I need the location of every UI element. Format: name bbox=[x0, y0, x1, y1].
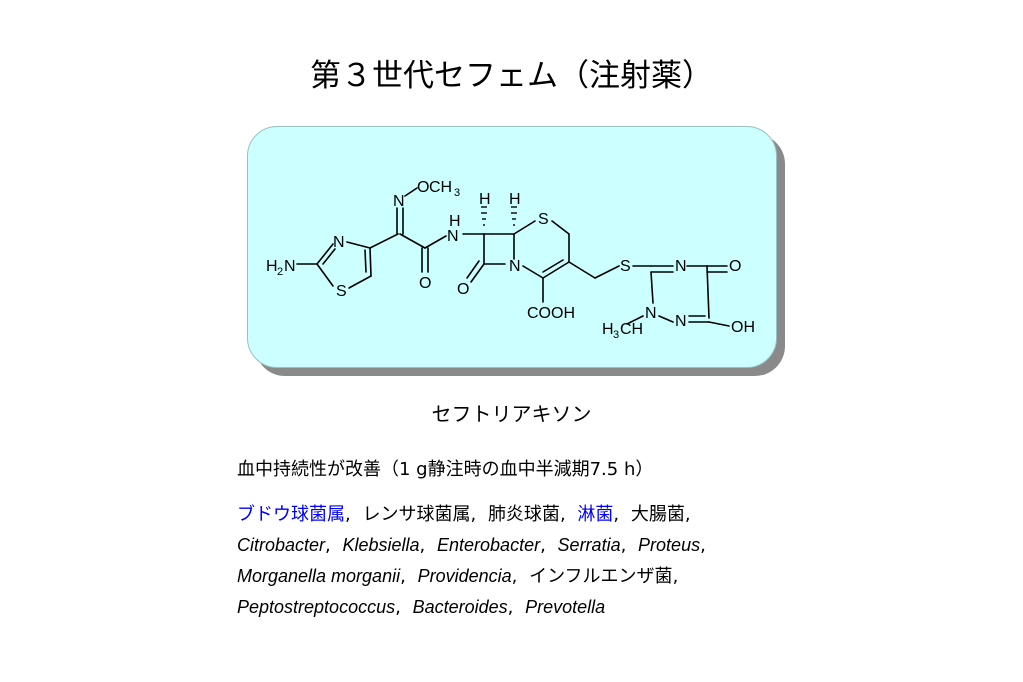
svg-text:COOH: COOH bbox=[527, 305, 575, 322]
organism-haemophilus: インフルエンザ菌 bbox=[529, 566, 673, 587]
organism-ecoli: 大腸菌 bbox=[630, 504, 685, 525]
svg-text:O: O bbox=[457, 281, 469, 298]
stereo-bonds bbox=[481, 206, 517, 226]
svg-text:H: H bbox=[509, 191, 521, 208]
svg-text:N: N bbox=[645, 305, 657, 322]
svg-text:OH: OH bbox=[731, 319, 755, 336]
svg-text:N: N bbox=[509, 258, 521, 275]
organism-line-2: Citrobacter, Klebsiella, Enterobacter, S… bbox=[237, 535, 706, 556]
pharmacokinetics-note: 血中持続性が改善（1 g静注時の血中半減期7.5 h） bbox=[237, 459, 654, 480]
organism-enterobacter: Enterobacter bbox=[437, 535, 541, 555]
svg-text:N: N bbox=[675, 258, 687, 275]
organism-providencia: Providencia bbox=[417, 566, 512, 586]
svg-text:N: N bbox=[675, 313, 687, 330]
ceftriaxone-structure: H 2 N N S N O CH 3 O H N H H S N O COOH … bbox=[266, 179, 755, 341]
structure-bonds bbox=[296, 187, 730, 327]
organism-peptostreptococcus: Peptostreptococcus bbox=[237, 597, 396, 617]
svg-text:H: H bbox=[479, 191, 491, 208]
svg-text:CH: CH bbox=[620, 321, 643, 338]
svg-text:H: H bbox=[449, 213, 461, 230]
organism-morganella: Morganella morganii bbox=[237, 566, 401, 586]
susceptible-organisms: ブドウ球菌属, レンサ球菌属, 肺炎球菌, 淋菌, 大腸菌, Citrobact… bbox=[237, 500, 977, 623]
organism-gonococcus: 淋菌 bbox=[577, 504, 614, 525]
svg-text:O: O bbox=[419, 275, 431, 292]
organism-line-4: Peptostreptococcus, Bacteroides, Prevote… bbox=[237, 597, 606, 618]
svg-text:S: S bbox=[336, 283, 347, 300]
organism-staphylococcus: ブドウ球菌属 bbox=[237, 504, 345, 525]
svg-text:3: 3 bbox=[454, 187, 460, 199]
organism-prevotella: Prevotella bbox=[525, 597, 606, 617]
organism-bacteroides: Bacteroides bbox=[412, 597, 508, 617]
svg-text:CH: CH bbox=[429, 179, 452, 196]
page-title: 第３世代セフェム（注射薬） bbox=[310, 58, 713, 94]
svg-text:N: N bbox=[284, 258, 296, 275]
atom-labels: H 2 N N S N O CH 3 O H N H H S N O COOH … bbox=[266, 179, 755, 341]
svg-text:O: O bbox=[729, 258, 741, 275]
svg-text:H: H bbox=[602, 321, 614, 338]
organism-proteus: Proteus bbox=[638, 535, 701, 555]
organism-line-3: Morganella morganii, Providencia, インフルエン… bbox=[237, 566, 679, 587]
svg-text:3: 3 bbox=[613, 329, 619, 341]
organism-line-1: ブドウ球菌属, レンサ球菌属, 肺炎球菌, 淋菌, 大腸菌, bbox=[237, 504, 691, 525]
svg-text:2: 2 bbox=[277, 266, 283, 278]
drug-name: セフトリアキソン bbox=[431, 402, 592, 426]
structure-panel bbox=[247, 126, 777, 368]
svg-text:S: S bbox=[620, 258, 631, 275]
svg-text:N: N bbox=[447, 228, 459, 245]
svg-text:S: S bbox=[538, 211, 549, 228]
organism-streptococcus: レンサ球菌属 bbox=[362, 504, 471, 525]
svg-text:O: O bbox=[417, 179, 429, 196]
svg-text:N: N bbox=[333, 234, 345, 251]
organism-citrobacter: Citrobacter bbox=[237, 535, 326, 555]
organism-pneumococcus: 肺炎球菌 bbox=[487, 504, 560, 525]
svg-text:H: H bbox=[266, 258, 278, 275]
organism-serratia: Serratia bbox=[557, 535, 621, 555]
organism-klebsiella: Klebsiella bbox=[342, 535, 420, 555]
svg-text:N: N bbox=[393, 193, 405, 210]
